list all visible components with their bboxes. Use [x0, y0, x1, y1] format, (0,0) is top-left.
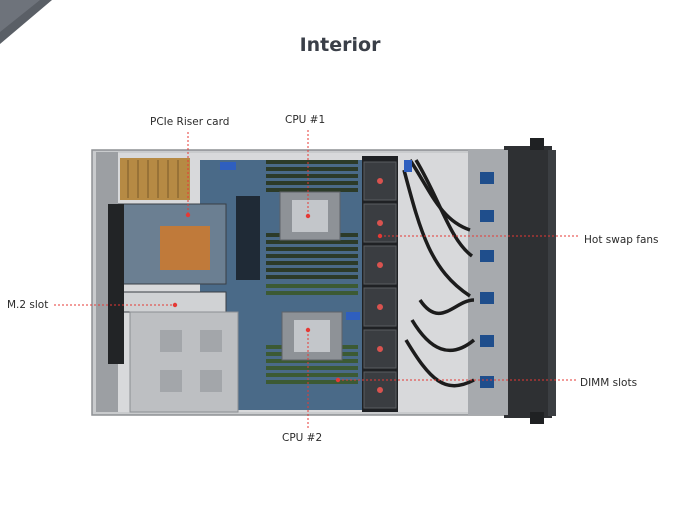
front-panel	[504, 146, 552, 418]
fan-markers	[377, 178, 383, 393]
label-m2-slot: M.2 slot	[7, 299, 49, 311]
drive-connectors	[480, 172, 494, 388]
label-cpu-1: CPU #1	[285, 114, 326, 126]
leader-end-dots	[172, 212, 383, 383]
label-pcie-riser-card: PCIe Riser card	[150, 116, 230, 128]
riser-heatsink	[120, 158, 190, 200]
label-hot-swap-fans: Hot swap fans	[584, 234, 659, 246]
label-dimm-slots: DIMM slots	[580, 377, 638, 389]
corner-decoration-icon	[0, 0, 52, 44]
label-cpu-2: CPU #2	[282, 432, 323, 444]
leader-lines	[54, 130, 578, 428]
drive-backplane	[468, 150, 508, 415]
power-supply-bay	[129, 311, 239, 413]
pcie-riser-card-2	[115, 291, 227, 313]
blue-latches	[220, 160, 412, 320]
cpu-2-socket	[281, 311, 343, 361]
page-title: Interior	[299, 34, 381, 56]
